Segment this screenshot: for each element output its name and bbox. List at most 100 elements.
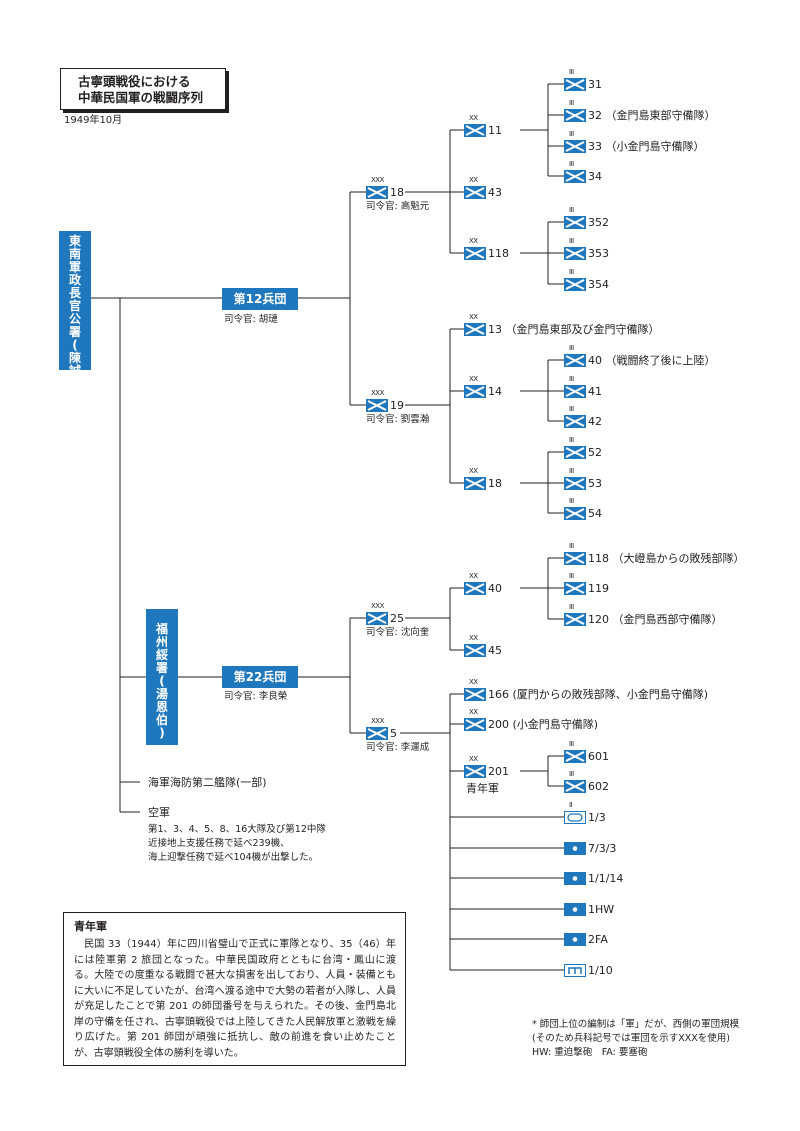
army-22-commander: 司令官: 李良榮 [224,691,288,702]
division-unit-label: 14 [488,385,502,398]
fujian-name-char: ) [159,726,165,740]
fujian-name-char: 州 [155,635,168,649]
hq-name-char: 軍 [68,260,81,274]
corps-unit-symbol [366,611,388,625]
support-unit-symbol [564,932,586,946]
fujian-name-char: 湯 [155,687,168,701]
division-unit-symbol [464,764,486,778]
hq-name-char: 南 [68,247,81,261]
support-unit-label: 1/10 [588,964,613,977]
regiment-unit-echelon: III [569,405,574,413]
air-force-line: 第1、3、4、5、8、16大隊及び第12中隊 [148,824,326,835]
division-unit-label: 13 （金門島東部及び金門守備隊） [488,323,660,336]
fujian-name-char: ( [159,674,165,688]
regiment-unit-echelon: III [569,206,574,214]
regiment-unit-symbol [564,108,586,122]
air-force-line: 海上迎撃任務で延べ104機が出撃した。 [148,852,319,863]
hq-name-char: 長 [68,286,81,300]
regiment-unit-label: 120 （金門島西部守備隊） [588,613,723,626]
regiment-unit-label: 353 [588,247,609,260]
division-unit-symbol [464,643,486,657]
support-unit-label: 1HW [588,903,615,916]
corps-unit-symbol [366,398,388,412]
division-unit-label: 45 [488,644,502,657]
note-body: 民国 33（1944）年に四川省璧山で正式に軍隊となり、35（46）年には陸軍第… [74,939,396,1059]
corps-commander: 司令官: 高魁元 [366,201,430,212]
regiment-unit-echelon: III [569,160,574,168]
division-201-note: 青年軍 [466,782,499,795]
division-unit-label: 18 [488,477,502,490]
division-unit-echelon: XX [469,375,478,383]
corps-unit-label: 19 [390,399,404,412]
hq-name-char: 署 [68,325,81,339]
regiment-unit-echelon: III [569,344,574,352]
division-unit-echelon: XX [469,313,478,321]
division-unit-symbol [464,185,486,199]
regiment-unit-symbol [564,77,586,91]
division-unit-echelon: XX [469,114,478,122]
air-force-line: 近接地上支援任務で延べ239機、 [148,838,290,849]
regiment-unit-label: 601 [588,750,609,763]
division-unit-echelon: XX [469,708,478,716]
division-unit-symbol [464,123,486,137]
support-unit-symbol [564,871,586,885]
division-unit-echelon: XX [469,678,478,686]
chart-title-line2: 中華民国軍の戦闘序列 [78,90,204,105]
regiment-unit-echelon: III [569,237,574,245]
regiment-unit-label: 52 [588,446,602,459]
hq-name-char: 政 [68,273,81,287]
support-unit-label: 2FA [588,933,608,946]
corps-unit-echelon: XXX [371,389,384,397]
regiment-unit-symbol [564,506,586,520]
regiment-unit-symbol [564,414,586,428]
division-unit-symbol [464,246,486,260]
regiment-unit-symbol [564,779,586,793]
division-unit-label: 166 (厦門からの敗残部隊、小金門島守備隊) [488,688,709,701]
corps-commander: 司令官: 李運成 [366,742,430,753]
division-unit-echelon: XX [469,176,478,184]
division-unit-echelon: XX [469,634,478,642]
regiment-unit-symbol [564,749,586,763]
hq-name-char: 東 [68,234,81,248]
corps-commander: 司令官: 劉雲瀚 [366,414,430,425]
footnote-line: (そのため兵科記号では軍団を示すXXXを使用) [532,1033,730,1044]
chart-date: 1949年10月 [64,115,123,126]
hq-name-char: 公 [68,312,81,326]
support-unit-label: 1/3 [588,811,606,824]
corps-unit-symbol [366,185,388,199]
hq-box-fuzhou-pacification: 福州綏署(湯恩伯) [146,609,178,745]
regiment-unit-label: 118 （大嶝島からの敗残部隊） [588,552,745,565]
division-unit-label: 40 [488,582,502,595]
support-unit-symbol [564,902,586,916]
regiment-unit-symbol [564,277,586,291]
regiment-unit-label: 31 [588,78,602,91]
division-unit-symbol [464,687,486,701]
division-unit-echelon: XX [469,572,478,580]
footnote-line: * 師団上位の編制は「軍」だが、西側の軍団規模 [532,1019,740,1030]
note-heading: 青年軍 [74,920,107,933]
regiment-unit-echelon: III [569,467,574,475]
division-unit-symbol [464,476,486,490]
regiment-unit-label: 602 [588,780,609,793]
navy-unit: 海軍海防第二艦隊(一部) [148,776,267,789]
chart-title-box: 古寧頭戦役における 中華民国軍の戦闘序列 [60,68,226,110]
footnote-line: HW: 重迫撃砲 FA: 要塞砲 [532,1047,648,1058]
chart-title-line1: 古寧頭戦役における [78,74,191,89]
support-unit-symbol [564,841,586,855]
hq-name-char: 誠 [68,364,81,378]
regiment-unit-label: 54 [588,507,602,520]
regiment-unit-echelon: III [569,268,574,276]
regiment-unit-echelon: III [569,603,574,611]
army-12-commander: 司令官: 胡璉 [224,314,278,325]
air-force-title: 空軍 [148,806,170,819]
regiment-unit-symbol [564,246,586,260]
regiment-unit-echelon: III [569,542,574,550]
support-unit-label: 1/1/14 [588,872,624,885]
regiment-unit-echelon: III [569,497,574,505]
division-unit-symbol [464,717,486,731]
fujian-name-char: 伯 [155,713,168,727]
regiment-unit-symbol [564,612,586,626]
regiment-unit-symbol [564,353,586,367]
corps-unit-label: 5 [390,727,397,740]
regiment-unit-echelon: III [569,740,574,748]
